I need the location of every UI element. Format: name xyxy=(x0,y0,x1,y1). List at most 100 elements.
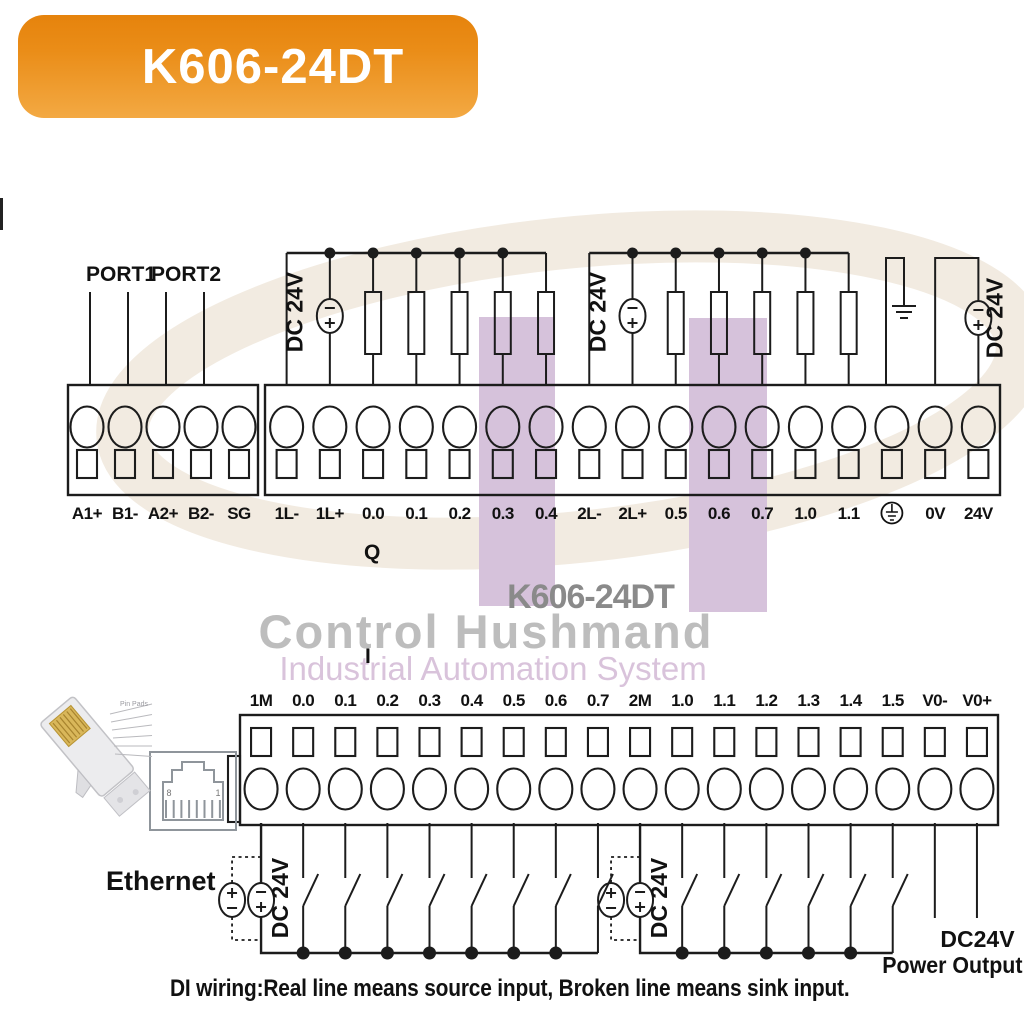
terminal-slot xyxy=(405,448,428,480)
terminal-label: 0.5 xyxy=(665,504,687,523)
dc-source-polarity xyxy=(256,891,267,912)
terminal-label: 0.4 xyxy=(535,504,558,523)
dc-24v-label: DC 24V xyxy=(282,271,308,352)
earth-ground-icon xyxy=(892,305,916,319)
terminal-label: SG xyxy=(227,504,251,523)
terminal-screw xyxy=(69,405,105,449)
terminal-slot xyxy=(227,448,251,480)
load-resistor xyxy=(537,291,556,355)
dc-source-polarity xyxy=(973,309,984,330)
power-output-label-line2: Power Output xyxy=(882,952,1023,978)
terminal-label: 2M xyxy=(629,691,652,710)
terminal-label: 0.0 xyxy=(362,504,384,523)
di-wiring-caption: DI wiring:Real line means source input, … xyxy=(170,975,850,1002)
terminal-screw xyxy=(833,767,869,811)
terminal-label: 1.3 xyxy=(797,691,819,710)
port1-label: PORT1 xyxy=(86,263,157,286)
junction-dot xyxy=(296,946,310,960)
terminal-screw xyxy=(744,405,780,449)
dc-source-icon xyxy=(964,300,993,336)
switch-blade xyxy=(765,873,783,907)
terminal-slot xyxy=(923,726,946,758)
switch-blade xyxy=(386,873,404,907)
rj45-socket xyxy=(162,761,224,821)
ground-wire xyxy=(885,257,905,385)
terminal-slot xyxy=(544,726,567,758)
terminal-label: V0- xyxy=(922,691,947,710)
load-resistor xyxy=(796,291,815,355)
terminal-screw xyxy=(960,405,996,449)
terminal-slot xyxy=(189,448,213,480)
terminal-label: 0.1 xyxy=(334,691,356,710)
dc-source-icon xyxy=(626,882,655,918)
terminal-slot xyxy=(448,448,471,480)
terminal-slot xyxy=(578,448,601,480)
terminal-label: 0.6 xyxy=(708,504,730,523)
terminal-screw xyxy=(875,767,911,811)
terminal-slot xyxy=(881,726,904,758)
terminal-label: B2- xyxy=(188,504,214,523)
terminal-slot xyxy=(629,726,652,758)
dc-source-polarity xyxy=(324,307,335,328)
junction-dot xyxy=(799,247,811,259)
junction-dot xyxy=(713,247,725,259)
terminal-label: 1M xyxy=(250,691,273,710)
terminal-slot xyxy=(318,448,341,480)
terminal-label: 1.1 xyxy=(713,691,735,710)
terminal-slot xyxy=(113,448,137,480)
sink-wire xyxy=(231,856,262,941)
terminal-screw xyxy=(485,405,521,449)
terminal-label: 0.1 xyxy=(405,504,427,523)
terminal-screw xyxy=(183,405,219,449)
terminal-slot xyxy=(967,448,990,480)
load-resistor xyxy=(709,291,728,355)
plug-detail xyxy=(117,796,124,803)
terminal-screw xyxy=(355,405,391,449)
pin-leader-line xyxy=(109,703,153,715)
plug-contact-pin xyxy=(55,719,74,741)
terminal-label: A1+ xyxy=(72,504,103,523)
junction-dot xyxy=(324,247,336,259)
load-resistor xyxy=(839,291,858,355)
ethernet-label: Ethernet xyxy=(106,866,216,896)
pin-leader-line xyxy=(111,724,153,731)
terminal-slot xyxy=(362,448,385,480)
load-resistor xyxy=(753,291,772,355)
terminal-screw xyxy=(369,767,405,811)
plug-contact-pin xyxy=(69,708,88,729)
terminal-block xyxy=(238,713,1000,827)
terminal-slot xyxy=(965,726,988,758)
terminal-label: 0.2 xyxy=(448,504,470,523)
terminal-screw xyxy=(959,767,995,811)
rj45-pin1-label: 1 xyxy=(215,788,220,798)
terminal-screw xyxy=(917,767,953,811)
watermark-bar-left xyxy=(479,317,555,606)
terminal-label: 0.2 xyxy=(376,691,398,710)
terminal-screw xyxy=(538,767,574,811)
plug-contact-pin xyxy=(62,714,81,735)
dc-source-icon xyxy=(618,298,647,334)
terminal-slot xyxy=(794,448,817,480)
terminal-slot xyxy=(839,726,862,758)
terminal-slot xyxy=(151,448,175,480)
terminal-label: 0V xyxy=(925,504,946,523)
terminal-label: 1.5 xyxy=(882,691,904,710)
terminal-label: 0.3 xyxy=(418,691,440,710)
terminal-screw xyxy=(528,405,564,449)
plug-detail xyxy=(132,789,139,796)
terminal-slot xyxy=(880,448,903,480)
junction-dot xyxy=(717,946,731,960)
terminal-slot xyxy=(751,448,774,480)
switch-blade xyxy=(344,873,362,907)
terminal-screw xyxy=(748,767,784,811)
junction-dot xyxy=(410,247,422,259)
terminal-slot xyxy=(460,726,483,758)
terminal-slot xyxy=(713,726,736,758)
dc-24v-label: DC 24V xyxy=(267,857,293,938)
protective-earth-icon xyxy=(885,504,898,521)
terminal-screw xyxy=(622,767,658,811)
protective-earth-icon xyxy=(880,501,904,525)
block-side-tab xyxy=(226,754,242,824)
